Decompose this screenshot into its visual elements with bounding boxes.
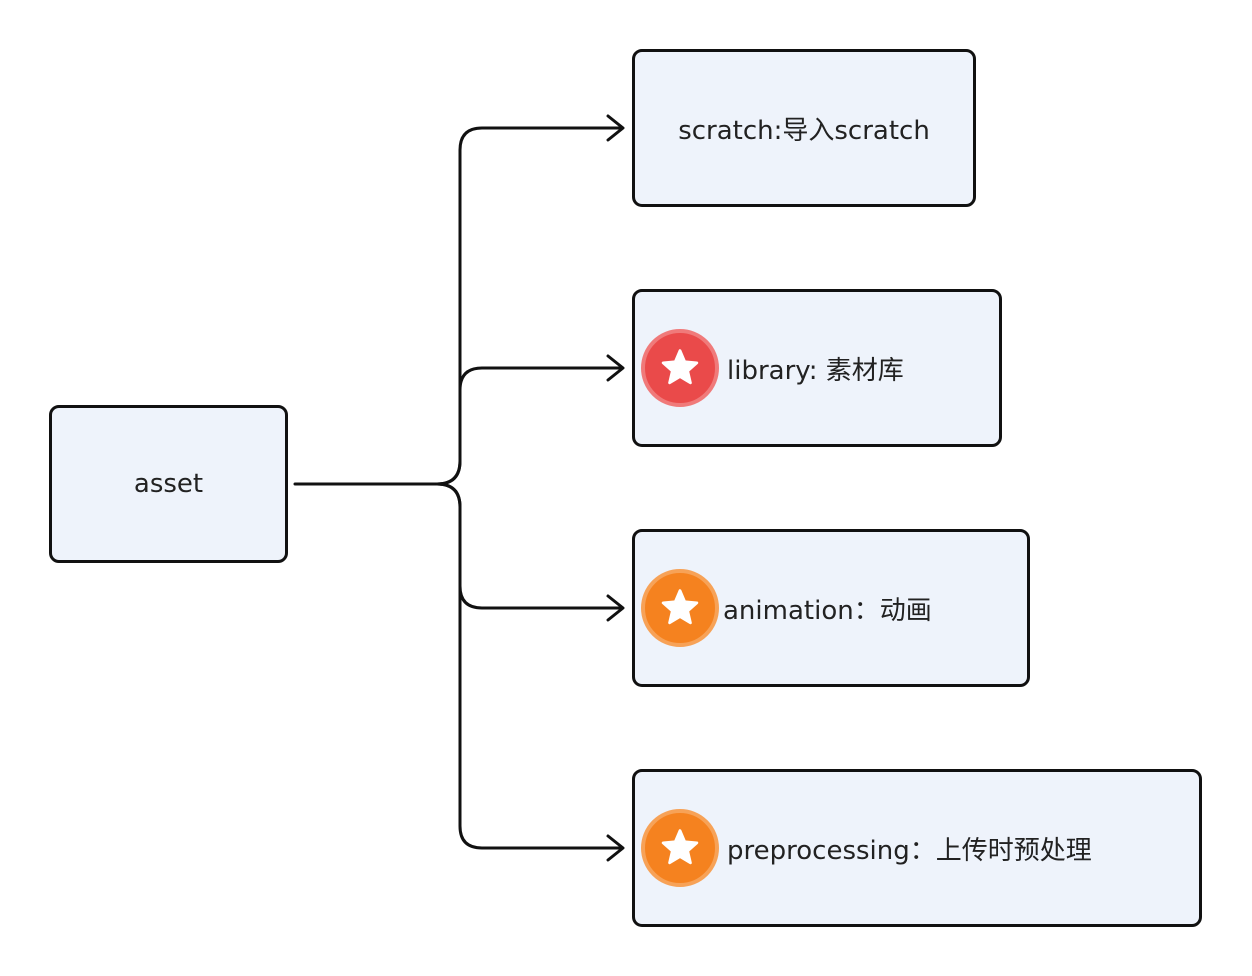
star-icon	[641, 809, 719, 887]
connector-to-preprocessing	[435, 482, 624, 850]
node-scratch[interactable]: scratch:导入scratch	[632, 49, 976, 207]
node-library[interactable]: library: 素材库	[632, 289, 1002, 447]
arrowhead-scratch	[606, 114, 625, 142]
arrowhead-animation	[606, 594, 625, 622]
connector-to-animation	[435, 482, 624, 610]
node-preprocessing-label: preprocessing：上传时预处理	[727, 835, 1092, 866]
node-animation[interactable]: animation：动画	[632, 529, 1030, 687]
arrowhead-library	[606, 354, 625, 382]
arrowhead-preprocessing	[606, 834, 625, 862]
node-animation-label: animation：动画	[723, 595, 932, 626]
node-asset[interactable]: asset	[49, 405, 288, 563]
node-asset-label: asset	[133, 469, 204, 499]
node-library-label: library: 素材库	[727, 355, 904, 386]
star-icon	[641, 569, 719, 647]
node-preprocessing[interactable]: preprocessing：上传时预处理	[632, 769, 1202, 927]
node-scratch-label: scratch:导入scratch	[678, 115, 930, 146]
connector-to-scratch	[435, 126, 624, 486]
connector-to-library	[435, 366, 624, 486]
star-icon	[641, 329, 719, 407]
